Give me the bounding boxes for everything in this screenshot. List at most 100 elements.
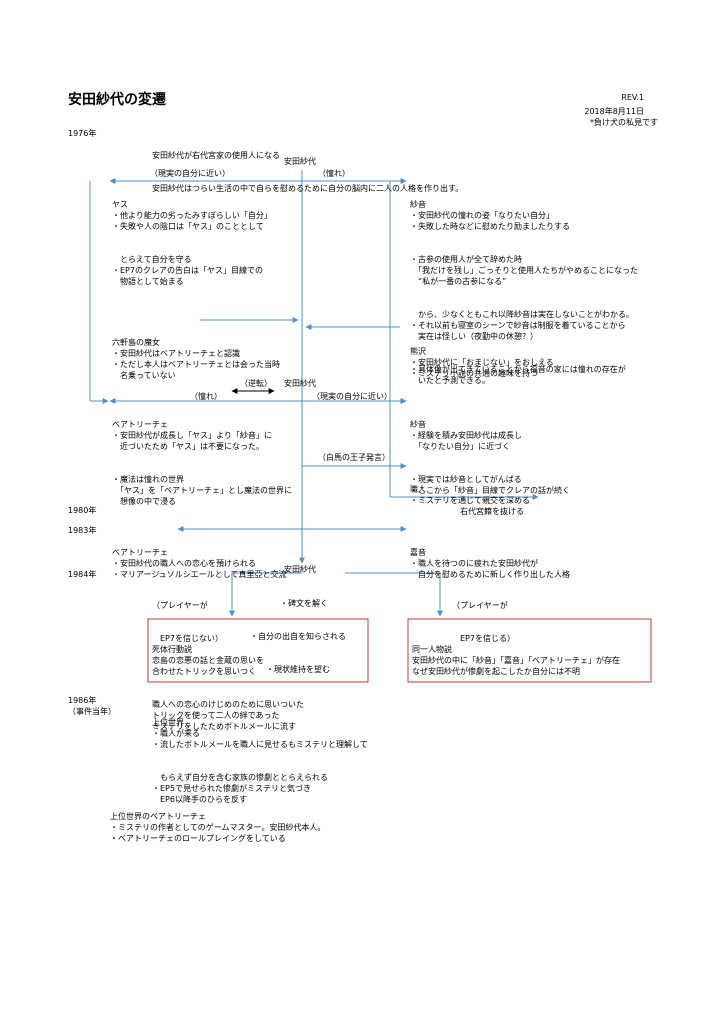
block-beatrice-1: ベアトリーチェ・安田紗代が成長し「ヤス」より「紗音」に 近づいたため「ヤス」は不…	[112, 397, 292, 518]
text-line: トリックを使って二人の絆であった	[152, 711, 280, 720]
text-line: ・ベアトリーチェのロールプレイングをしている	[110, 834, 286, 843]
yasuda-label-1: 安田紗代	[284, 157, 316, 166]
text-line: から、少なくともこれ以降紗音は実在しないことがわかる。	[410, 310, 634, 319]
year-1986-sub: （事件当年）	[68, 707, 116, 716]
text-line: EP7を信じない）	[160, 634, 223, 643]
text-line: ・他より能力の劣ったみすぼらしい「自分」	[112, 211, 272, 220]
white-horse-label: （白馬の王子発言）	[318, 453, 390, 462]
text-line: “私が一番の古参になる”	[410, 277, 507, 286]
page-title: 安田紗代の変遷	[68, 92, 166, 108]
block-shannon-1: 紗音・安田紗代の憧れの姿「なりたい自分」・失敗した時などに慰めたり励ましたりする…	[410, 177, 638, 397]
text-line: 熊沢	[410, 347, 426, 356]
real-self-label-left: （現実の自分に近い）	[150, 169, 230, 178]
theory-corpse-text: 死体行動説恋島の恋悪の話と金蔵の思いを合わせたトリックを思いつく 職人への恋心の…	[152, 622, 304, 743]
text-line: ・EP5で見せられた惨劇がミステリと気づき	[152, 784, 311, 793]
block-beatrice-2: ベアトリーチェ・安田紗代の職人への恋心を預けられる・マリアージュソルシエールとし…	[112, 525, 287, 591]
block-rokkenjima-witch: 六軒島の魔女・安田紗代はベアトリーチェと認識・ただし本人はベアトリーチェとは会っ…	[112, 315, 280, 392]
text-line: とらえて自分を守る	[112, 255, 192, 264]
text-line: 「なりたい自分」に近づく	[410, 442, 510, 451]
text-line: ベアトリーチェ	[112, 548, 168, 557]
text-line: もらえず自分を含む家族の惨劇ととらえられる	[152, 773, 328, 782]
text-line: ・ミステリ小説の共通の趣味を持つ	[410, 369, 538, 378]
block-shannon-2: 紗音・経験を積み安田紗代は成長し 「なりたい自分」に近づく ・現実では紗音として…	[410, 397, 570, 507]
yasuda-label-2: 安田紗代	[284, 379, 316, 388]
theory-same-person-text: 同一人物説安田紗代の中に「紗音」「嘉音」「ベアトリーチェ」が存在なぜ安田紗代が惨…	[412, 622, 620, 688]
text-line: 同一人物説	[412, 645, 452, 654]
yasuda-label-3: 安田紗代	[284, 565, 316, 574]
text-line: 「我だけを残し」ごっそりと使用人たちがやめることになった	[410, 266, 638, 275]
block-kanon: 嘉音・職人を待つのに疲れた安田紗代が 自分を慰めるために新しく作り出した人格	[410, 525, 570, 591]
text-line: ・ミステリの作者としてのゲームマスター。安田紗代本人。	[110, 823, 326, 832]
player-believe-label: （プレイヤーが EP7を信じる）	[452, 578, 515, 655]
text-line: ・それ以前も寝室のシーンで紗音は制服を着ていることから	[410, 321, 626, 330]
text-line: 紗音	[410, 200, 426, 209]
year-1986: 1986年	[68, 696, 97, 705]
intro-line: 安田紗代が右代宮家の使用人になる	[152, 151, 280, 160]
longing-label-left: （憧れ）	[190, 392, 222, 401]
text-line: 死体行動説	[152, 645, 192, 654]
text-line: 近づいたため「ヤス」は不要になった。	[112, 442, 264, 451]
text-line: 職人	[410, 485, 426, 494]
text-line: ・具体像が出てきていることから福音の家には憧れの存在が	[410, 365, 626, 374]
text-line: 職人への恋心のけじめのために思いついた	[152, 700, 304, 709]
text-line: ・安田紗代の職人への恋心を預けられる	[112, 559, 256, 568]
text-line: 「ヤス」を「ベアトリーチェ」とし魔法の世界に	[112, 486, 292, 495]
text-line: （プレイヤーが	[152, 601, 208, 610]
text-line: ・ここから「紗音」目線でクレアの話が続く	[410, 486, 570, 495]
text-line: ・安田紗代に「おまじない」をおしえる	[410, 358, 554, 367]
block-upper-world-beatrice: 上位世界のベアトリーチェ・ミステリの作者としてのゲームマスター。安田紗代本人。・…	[110, 789, 325, 855]
text-line: ・流したボトルメールを職人に見せるもミステリと理解して	[152, 740, 368, 749]
text-line: ・現実では紗音としてがんばる	[410, 475, 522, 484]
text-line: 上位世界	[152, 718, 184, 727]
year-1980: 1980年	[68, 506, 97, 515]
date-label: 2018年8月11日	[584, 107, 644, 116]
text-line: いたと予測できる。	[410, 376, 490, 385]
text-line: ・マリアージュソルシエールとして真里亞と交流	[112, 570, 287, 579]
text-line: 名乗っていない	[112, 371, 176, 380]
text-line: ・安田紗代はベアトリーチェと認識	[112, 349, 240, 358]
block-yasuda-1984: ・碑文を解く ・自分の出自を知らされる ・現状維持を望む	[250, 576, 346, 686]
text-line: 嘉音	[410, 548, 426, 557]
block-genji: 熊沢・安田紗代に「おまじない」をおしえる・ミステリ小説の共通の趣味を持つ	[410, 324, 554, 390]
inversion-label: （逆転）	[240, 379, 272, 388]
text-line: ・魔法は憧れの世界	[112, 475, 184, 484]
text-line: ・ただし本人はベアトリーチェとは会った当時	[112, 360, 280, 369]
text-line: EP6以降手のひらを反す	[152, 795, 247, 804]
text-line: 物語として始まる	[112, 277, 184, 286]
text-line: 自分を慰めるために新しく作り出した人格	[410, 570, 570, 579]
text-line: ヤス	[112, 200, 128, 209]
text-line: ・EP7のクレアの告白は「ヤス」目線での	[112, 266, 263, 275]
intro-text: 安田紗代が右代宮家の使用人になる 安田紗代はつらい生活の中で自らを慰めるために自…	[152, 128, 463, 205]
text-line: ・職人が来る	[152, 729, 200, 738]
longing-label-right: （憧れ）	[318, 169, 350, 178]
text-line: ベアトリーチェ	[112, 420, 168, 429]
text-line: ・職人を待つのに疲れた安田紗代が	[410, 559, 538, 568]
theory-box-right	[407, 618, 652, 683]
text-line: 紗音	[410, 420, 426, 429]
year-1984: 1984年	[68, 570, 97, 579]
note-label: *負け犬の私見です	[590, 118, 658, 127]
text-line: ・ミステリを通じて親交を深める	[410, 496, 530, 505]
text-line: 安田紗代の中に「紗音」「嘉音」「ベアトリーチェ」が存在	[412, 656, 620, 665]
block-shokunin: 職人・ミステリを通じて親交を深める	[410, 462, 530, 517]
block-upper-world-1986: 上位世界・職人が来る・流したボトルメールを職人に見せるもミステリと理解して もら…	[152, 695, 368, 816]
year-1983: 1983年	[68, 526, 97, 535]
text-line: （プレイヤーが	[452, 601, 508, 610]
text-line: 想像の中で浸る	[112, 497, 176, 506]
text-line: 上位世界のベアトリーチェ	[110, 812, 206, 821]
text-line: ・碑文を解く	[280, 599, 328, 608]
text-line: 合わせたトリックを思いつく	[152, 667, 256, 676]
leave-family-label: 右代宮籍を抜ける	[460, 507, 524, 516]
text-line: 恋島の恋悪の話と金蔵の思いを	[152, 656, 264, 665]
real-self-label-right: （現実の自分に近い）	[312, 392, 392, 401]
text-line: ・自分の出自を知らされる	[250, 632, 346, 641]
text-line: ・失敗した時などに慰めたり励ましたりする	[410, 222, 570, 231]
text-line: ・安田紗代が成長し「ヤス」より「紗音」に	[112, 431, 272, 440]
text-line: なぜ安田紗代が惨劇を起こしたか自分には不明	[412, 667, 580, 676]
text-line: 実在は怪しい（夜勤中の休憩？）	[410, 332, 538, 341]
text-line: ・古参の使用人が全て辞めた時	[410, 255, 522, 264]
intro-line: 安田紗代はつらい生活の中で自らを慰めるために自分の脳内に二人の人格を作り出す。	[152, 184, 464, 193]
text-line: ・経験を積み安田紗代は成長し	[410, 431, 522, 440]
text-line: ミステリをしたためボトルメールに流す	[152, 722, 296, 731]
